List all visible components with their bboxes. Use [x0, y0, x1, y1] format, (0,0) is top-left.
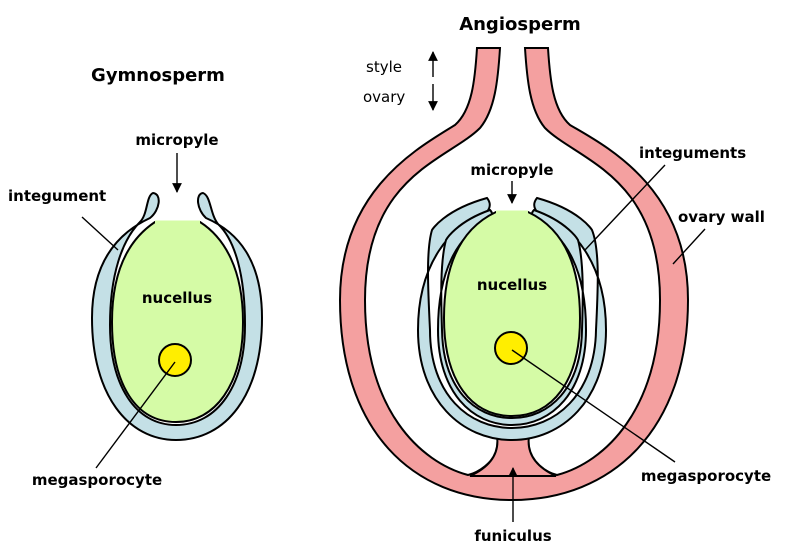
gymnosperm-megasporocyte-pointer	[95, 361, 176, 469]
angiosperm-nucellus-label: nucellus	[477, 276, 547, 294]
angiosperm-megasporocyte-label: megasporocyte	[641, 467, 771, 485]
angiosperm-ovary: Angiosperm style ovary micropyle integum…	[338, 14, 771, 545]
gymnosperm-megasporocyte-label: megasporocyte	[32, 471, 162, 489]
angiosperm-funiculus	[469, 435, 557, 477]
angiosperm-nucellus	[442, 211, 582, 418]
gymnosperm-megasporocyte	[158, 343, 192, 377]
angiosperm-megasporocyte	[494, 331, 528, 365]
gymnosperm-integument-label: integument	[8, 187, 106, 205]
angiosperm-megasporocyte-pointer	[511, 349, 676, 463]
gymnosperm-nucellus-label: nucellus	[142, 289, 212, 307]
angiosperm-integuments-label: integuments	[639, 144, 746, 162]
gymnosperm-integument-pointer	[81, 216, 119, 251]
angiosperm-ovary-wall-pointer	[672, 228, 706, 265]
angiosperm-style-label: style	[366, 58, 402, 76]
angiosperm-title: Angiosperm	[459, 14, 581, 35]
angiosperm-ovary-wall	[338, 47, 690, 502]
gymnosperm-micropyle-label: micropyle	[135, 131, 218, 149]
angiosperm-ovary-wall-label: ovary wall	[678, 208, 765, 226]
angiosperm-funiculus-label: funiculus	[474, 527, 551, 545]
angiosperm-ovary-label: ovary	[363, 88, 405, 106]
angiosperm-outer-integument	[416, 196, 608, 442]
gymnosperm-title: Gymnosperm	[91, 65, 225, 86]
gymnosperm-nucellus	[110, 221, 245, 424]
angiosperm-micropyle-label: micropyle	[470, 161, 553, 179]
gymnosperm-integument	[90, 191, 264, 442]
angiosperm-integuments-pointer	[584, 164, 666, 251]
gymnosperm-ovule: Gymnosperm micropyle integument nucellus…	[8, 65, 264, 489]
